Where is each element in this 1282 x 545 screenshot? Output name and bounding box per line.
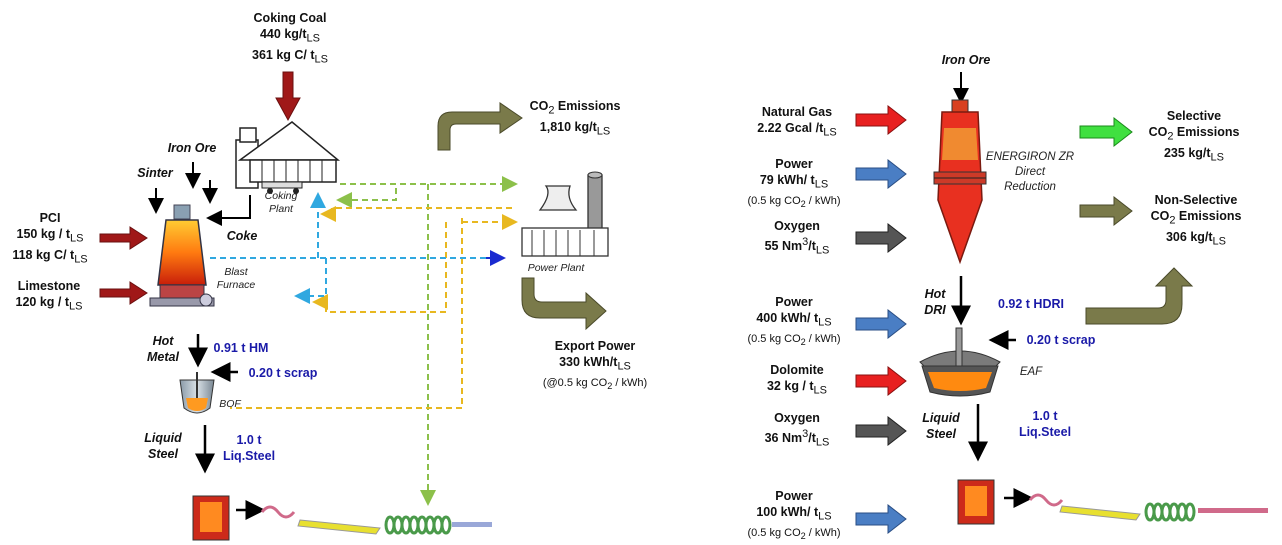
hdri-bypass-arrow <box>1085 267 1194 325</box>
casting-line-icon-left <box>192 495 492 541</box>
selective-arrow <box>1079 116 1133 148</box>
blast-furnace-label: Blast Furnace <box>216 266 256 291</box>
co2-emissions-arrow <box>437 102 523 151</box>
liq-steel-amount-left: 1.0 t Liq.Steel <box>222 433 276 463</box>
yellow-gas-line-right <box>230 218 463 409</box>
export-power-label: Export Power 330 kWh/tLS (@0.5 kg CO2 / … <box>542 339 648 391</box>
power2-arrow <box>855 308 907 340</box>
coking-plant-label: Coking Plant <box>264 190 298 215</box>
limestone-label: Limestone 120 kg / tLS <box>15 279 83 313</box>
iron-ore-label-left: Iron Ore <box>167 141 217 155</box>
pci-label: PCI 150 kg / tLS 118 kg C/ tLS <box>12 211 88 265</box>
pci-arrow <box>99 226 148 250</box>
blast-furnace-icon <box>149 204 215 307</box>
iron-ore-label-right: Iron Ore <box>941 53 991 67</box>
non-selective-arrow <box>1079 195 1133 227</box>
energiron-label: ENERGIRON ZR Direct Reduction <box>985 151 1075 193</box>
export-power-arrow <box>521 277 607 331</box>
oxygen1-label: Oxygen 55 Nm3/tLS <box>764 219 830 257</box>
oxygen2-arrow <box>855 415 907 447</box>
power2-label: Power 400 kWh/ tLS (0.5 kg CO2 / kWh) <box>747 295 841 347</box>
eaf-label: EAF <box>1019 366 1043 378</box>
power-plant-label: Power Plant <box>527 262 585 274</box>
yellow-gas-line-top <box>320 206 512 222</box>
natural-gas-label: Natural Gas 2.22 Gcal /tLS <box>757 105 837 139</box>
coking-coal-arrow <box>275 71 301 122</box>
liquid-steel-label-right: Liquid Steel <box>922 411 960 441</box>
power3-label: Power 100 kWh/ tLS (0.5 kg CO2 / kWh) <box>747 489 841 541</box>
power-plant-icon <box>521 171 609 257</box>
liq-steel-amount-right: 1.0 t Liq.Steel <box>1018 409 1072 439</box>
limestone-arrow <box>99 281 148 305</box>
sinter-label: Sinter <box>137 166 173 180</box>
coke-arrow <box>206 195 251 226</box>
hot-metal-label: Hot Metal <box>147 334 179 364</box>
scrap-label-left: 0.20 t scrap <box>248 366 318 380</box>
coking-coal-label: Coking Coal 440 kg/tLS 361 kg C/ tLS <box>252 11 328 65</box>
natural-gas-arrow <box>855 104 907 136</box>
casting-line-icon-right <box>957 479 1268 525</box>
green-gas-line-2 <box>336 188 397 208</box>
yellow-gas-line-mid <box>312 222 447 313</box>
energiron-reactor-icon <box>933 99 987 265</box>
power3-arrow <box>855 503 907 535</box>
dolomite-label: Dolomite 32 kg / tLS <box>766 363 827 397</box>
dolomite-arrow <box>855 365 907 397</box>
eaf-icon <box>919 327 1001 397</box>
hot-dri-label: Hot DRI <box>924 287 946 317</box>
scrap-label-right: 0.20 t scrap <box>1026 333 1096 347</box>
power1-label: Power 79 kWh/ tLS (0.5 kg CO2 / kWh) <box>747 157 841 209</box>
bof-icon <box>179 372 215 414</box>
power1-arrow <box>855 158 907 190</box>
oxygen2-label: Oxygen 36 Nm3/tLS <box>764 411 830 449</box>
selective-emissions-label: Selective CO2 Emissions 235 kg/tLS <box>1148 109 1240 163</box>
co2-emissions-label: CO2 Emissions 1,810 kg/tLS <box>529 99 621 137</box>
coking-plant-icon <box>235 121 341 194</box>
liquid-steel-label-left: Liquid Steel <box>144 431 182 461</box>
cyan-gas-to-bf <box>294 258 327 304</box>
hm-amount-label: 0.91 t HM <box>213 341 269 355</box>
non-selective-emissions-label: Non-Selective CO2 Emissions 306 kg/tLS <box>1150 193 1242 247</box>
oxygen1-arrow <box>855 222 907 254</box>
coke-label: Coke <box>226 229 258 243</box>
bof-label: BOF <box>219 398 241 410</box>
hdri-amount-label: 0.92 t HDRI <box>998 297 1064 311</box>
